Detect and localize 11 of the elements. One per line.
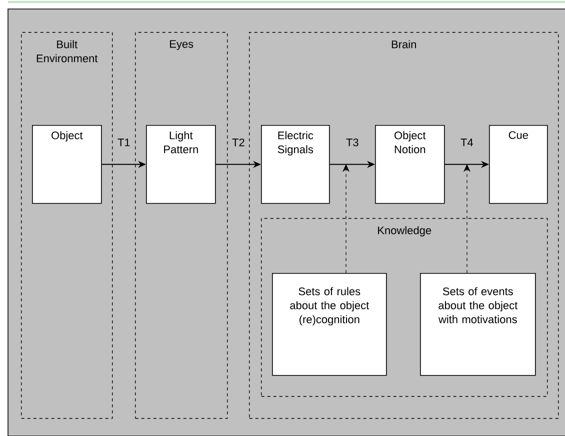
- process-box: Object: [32, 125, 102, 204]
- process-box: Electric Signals: [261, 125, 330, 204]
- process-box: Sets of events about the object with motivations: [420, 273, 536, 376]
- edge-label: T3: [344, 138, 360, 148]
- process-box: Sets of rules about the object (re)cognition: [272, 273, 387, 376]
- edge-label: T1: [116, 138, 132, 148]
- edge-label: T2: [230, 138, 246, 148]
- process-box: Cue: [489, 125, 548, 204]
- edge-label: T4: [459, 138, 474, 148]
- process-box: Light Pattern: [146, 125, 216, 204]
- process-box: Object Notion: [375, 125, 445, 204]
